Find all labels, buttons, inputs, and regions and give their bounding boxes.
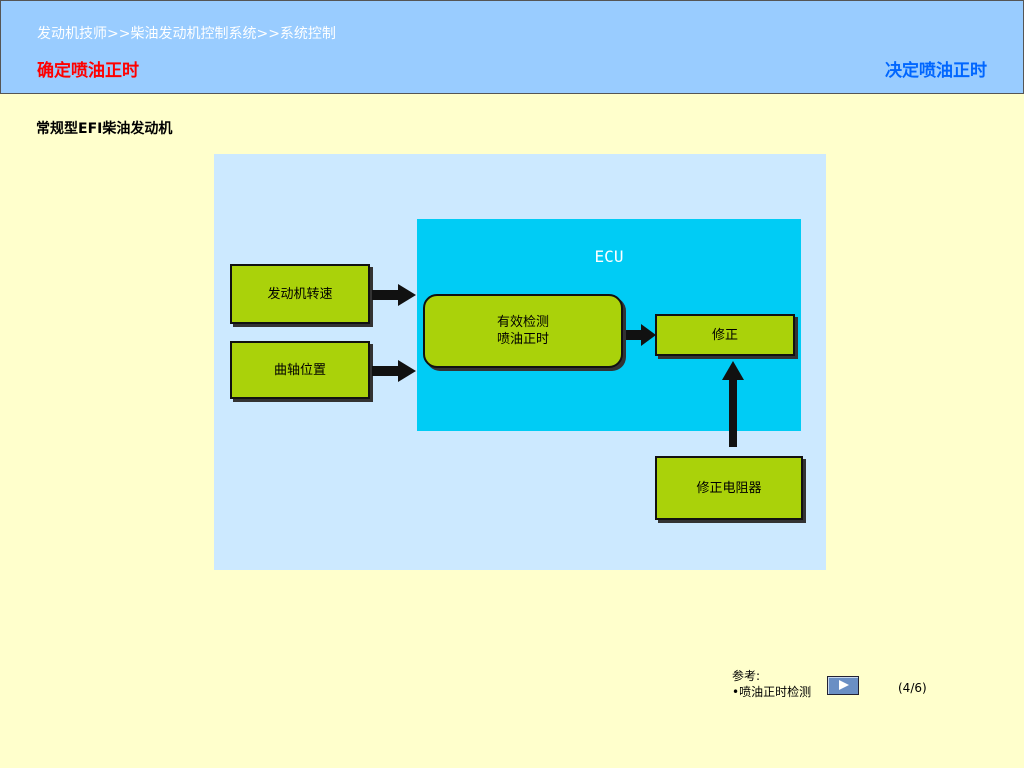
arrow-crank-position-icon	[372, 360, 416, 382]
correction-resistor-label: 修正电阻器	[696, 480, 762, 496]
correction-box: 修正	[655, 314, 795, 356]
header-bar: 发动机技师>>柴油发动机控制系统>>系统控制 确定喷油正时 决定喷油正时	[0, 0, 1024, 94]
correction-label: 修正	[711, 327, 738, 343]
play-button[interactable]	[827, 676, 859, 695]
crank-position-box: 曲轴位置	[230, 341, 370, 399]
timing-detection-line2: 喷油正时	[496, 332, 549, 347]
chapter-title: 决定喷油正时	[885, 61, 987, 81]
ecu-label: ECU	[594, 247, 624, 266]
section-title: 常规型EFI柴油发动机	[36, 121, 173, 137]
arrow-detection-to-correction-icon	[626, 324, 656, 346]
page-indicator: (4/6)	[898, 681, 927, 695]
reference-section: 参考: •喷油正时检测	[732, 668, 811, 700]
engine-speed-label: 发动机转速	[267, 286, 333, 302]
arrow-resistor-to-correction-icon	[722, 361, 744, 447]
crank-position-label: 曲轴位置	[273, 362, 326, 378]
reference-link[interactable]: •喷油正时检测	[732, 685, 812, 699]
arrow-engine-speed-icon	[372, 284, 416, 306]
reference-label: 参考:	[732, 669, 761, 683]
correction-resistor-box: 修正电阻器	[655, 456, 803, 520]
timing-detection-box: 有效检测 喷油正时	[423, 294, 623, 368]
engine-speed-box: 发动机转速	[230, 264, 370, 324]
page-title: 确定喷油正时	[37, 61, 139, 81]
breadcrumb: 发动机技师>>柴油发动机控制系统>>系统控制	[37, 26, 336, 42]
efi-timing-diagram: ECU 发动机转速 曲轴位置 有效检测 喷油正时 修正 修正电阻器	[214, 154, 826, 570]
play-icon	[839, 680, 849, 690]
timing-detection-line1: 有效检测	[496, 315, 549, 330]
